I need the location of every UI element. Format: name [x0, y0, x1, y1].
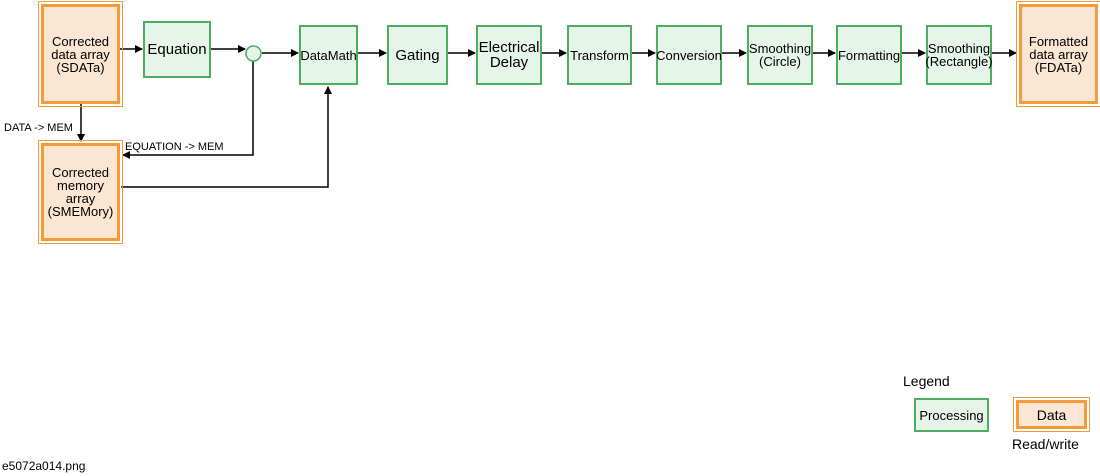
arrow-equation-to-mem: [122, 60, 254, 159]
gating-node: Gating: [387, 25, 448, 85]
smemory-node: Corrected memory array (SMEMory): [38, 140, 123, 244]
conversion-node: Conversion: [656, 25, 722, 85]
arrow-smemory-datamath: [121, 86, 332, 188]
data-to-mem-label: DATA -> MEM: [4, 122, 73, 134]
legend-read-write-label: Read/write: [1012, 436, 1079, 452]
image-caption: e5072a014.png: [2, 459, 86, 473]
smoothing-circle-node: Smoothing (Circle): [747, 25, 813, 85]
legend-data-swatch: Data: [1013, 397, 1090, 432]
formatting-node: Formatting: [836, 25, 902, 85]
junction-node: [245, 45, 262, 62]
datamath-node: DataMath: [299, 25, 358, 85]
fdata-node: Formatted data array (FDATa): [1016, 1, 1100, 107]
smoothing-rectangle-node: Smoothing (Rectangle): [925, 25, 993, 85]
sdata-node: Corrected data array (SDATa): [38, 1, 123, 107]
transform-node: Transform: [567, 25, 632, 85]
equation-node: Equation: [143, 21, 211, 78]
legend-title: Legend: [903, 373, 950, 389]
electrical-delay-node: Electrical Delay: [476, 25, 542, 85]
legend-processing-swatch: Processing: [914, 398, 989, 432]
equation-to-mem-label: EQUATION -> MEM: [125, 141, 224, 153]
